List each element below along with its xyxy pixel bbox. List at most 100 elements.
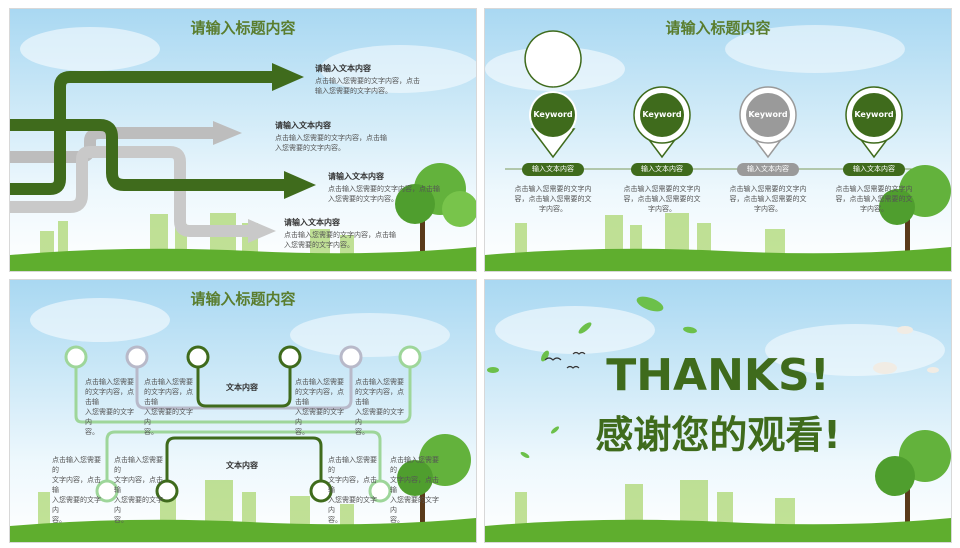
text-line: 点击输入您需要的 [52,456,101,474]
caption-line: 字内容。 [539,205,567,213]
text-line: 容。 [328,516,342,524]
doves [873,326,939,374]
caption-line: 点击输入您需要的文字内 [514,185,592,193]
node-text: 点击输入您需要 的文字内容，点击输 入您需要的文字内 容。 [85,377,137,437]
text-line: 点击输入您需要的 [390,456,439,474]
birds [544,351,586,369]
text-line: 入您需要的文字内 [295,408,344,426]
text-line: 的文字内容，点击输 [85,388,134,406]
item-body-line: 入您需要的文字内容。 [275,144,345,152]
keyword-pin-4 [845,86,903,159]
text-line: 点击输入您需要的 [114,456,163,474]
node-circle [155,479,179,503]
caption-line: 点击输入您需要的文字内 [729,185,807,193]
text-line: 容。 [355,428,369,436]
caption-line: 字内容。 [860,205,888,213]
keyword-caption: 点击输入您需要的文字内 容，点击输入您需要的文 字内容。 [617,184,707,214]
text-line: 容。 [52,516,66,524]
caption-line: 容，点击输入您需要的文 [623,195,701,203]
node-circle [309,479,333,503]
item-body-line: 输入您需要的文字内容。 [315,87,392,95]
slide-thanks[interactable]: THANKS! 感谢您的观看! [484,279,952,543]
caption-line: 容，点击输入您需要的文 [514,195,592,203]
text-line: 的文字内容，点击输 [295,388,344,406]
arrow-gray-bottom [10,146,250,237]
keyword-label: Keyword [748,110,788,119]
item-body-line: 点击输入您需要的文字内容，点击输 [275,134,387,142]
grass-ground [485,247,951,271]
center-label-bottom: 文本内容 [226,461,258,470]
text-line: 文字内容，点击输 [390,476,439,494]
text-line: 入您需要的文字内 [328,496,377,514]
text-line: 容。 [85,428,99,436]
keyword-caption: 点击输入您需要的文字内 容，点击输入您需要的文 字内容。 [829,184,919,214]
node-circle [64,345,88,369]
text-line: 点击输入您需要 [144,378,193,386]
caption-line: 字内容。 [754,205,782,213]
node-circle [398,345,422,369]
node-text: 点击输入您需要 的文字内容，点击输 入您需要的文字内 容。 [295,377,347,437]
text-line: 点击输入您需要 [295,378,344,386]
text-line: 文字内容，点击输 [114,476,163,494]
text-line: 入您需要的文字内 [355,408,404,426]
slide-circuit[interactable]: 请输入标题内容 文本内容 文本内容 点击输入您需要 的文字内容，点击输 入您需要… [9,279,477,543]
keyword-pill: 输入文本内容 [843,163,905,176]
text-line: 入您需要的文字内 [52,496,101,514]
node-text: 点击输入您需要 的文字内容，点击输 入您需要的文字内 容。 [355,377,407,437]
text-line: 入您需要的文字内 [85,408,134,426]
item-body-line: 点击输入您需要的文字内容，点击输 [284,231,396,239]
item-body-line: 入您需要的文字内容。 [284,241,354,249]
item-heading: 请输入文本内容 [315,64,371,73]
text-line: 容。 [295,428,309,436]
text-line: 文字内容，点击输 [52,476,101,494]
text-line: 的文字内容，点击输 [355,388,404,406]
item-body-line: 点击输入您需要的文字内容，点击输 [328,185,440,193]
node-circle [278,345,302,369]
text-line: 容。 [114,516,128,524]
text-line: 入您需要的文字内 [114,496,163,514]
node-circle [368,479,392,503]
tree-illustration [397,434,471,530]
keyword-caption: 点击输入您需要的文字内 容，点击输入您需要的文 字内容。 [723,184,813,214]
node-circle [339,345,363,369]
keyword-label: Keyword [642,110,682,119]
node-text: 点击输入您需要的 文字内容，点击输 入您需要的文字内 容。 [328,455,380,525]
slide-title: 请输入标题内容 [190,290,296,308]
slide-title: 请输入标题内容 [190,19,296,37]
slide-arrows[interactable]: 请输入标题内容 请输入文本内容 点击输入您需要的文字内容，点击 输入您需要的文字… [9,8,477,272]
tree-illustration [879,165,951,259]
node-circle [186,345,210,369]
keyword-pill: 输入文本内容 [522,163,584,176]
center-label-top: 文本内容 [226,383,258,392]
slide-title: 请输入标题内容 [665,19,771,37]
node-text: 点击输入您需要的 文字内容，点击输 入您需要的文字内 容。 [114,455,166,525]
item-body-line: 入您需要的文字内容。 [328,195,398,203]
keyword-pin-3 [739,86,797,159]
tree-illustration [395,163,476,259]
circuit-bottom [105,430,382,480]
grass-ground [10,247,476,271]
thanks-text: THANKS! [606,350,830,401]
slide-keywords[interactable]: 请输入标题内容 Keyword Keyword Keyword Keyword … [484,8,952,272]
arrow-green-bottom [10,119,286,191]
text-line: 入您需要的文字内 [144,408,193,426]
keyword-pill: 输入文本内容 [737,163,799,176]
circuit-top [74,368,412,424]
item-heading: 请输入文本内容 [328,172,384,181]
caption-line: 字内容。 [648,205,676,213]
text-line: 文字内容，点击输 [328,476,377,494]
caption-line: 点击输入您需要的文字内 [835,185,913,193]
keyword-label: Keyword [854,110,894,119]
text-line: 点击输入您需要 [355,378,404,386]
keyword-pin-2 [633,86,691,159]
text-line: 的文字内容，点击输 [144,388,193,406]
node-text: 点击输入您需要的 文字内容，点击输 入您需要的文字内 容。 [52,455,104,525]
slide-background [10,298,476,542]
node-text: 点击输入您需要的 文字内容，点击输 入您需要的文字内 容。 [390,455,442,525]
slide-background [485,25,951,271]
arrow-green-top [10,71,274,195]
falling-leaves [487,296,697,459]
node-circle [95,479,119,503]
text-line: 入您需要的文字内 [390,496,439,514]
text-line: 点击输入您需要的 [328,456,377,474]
